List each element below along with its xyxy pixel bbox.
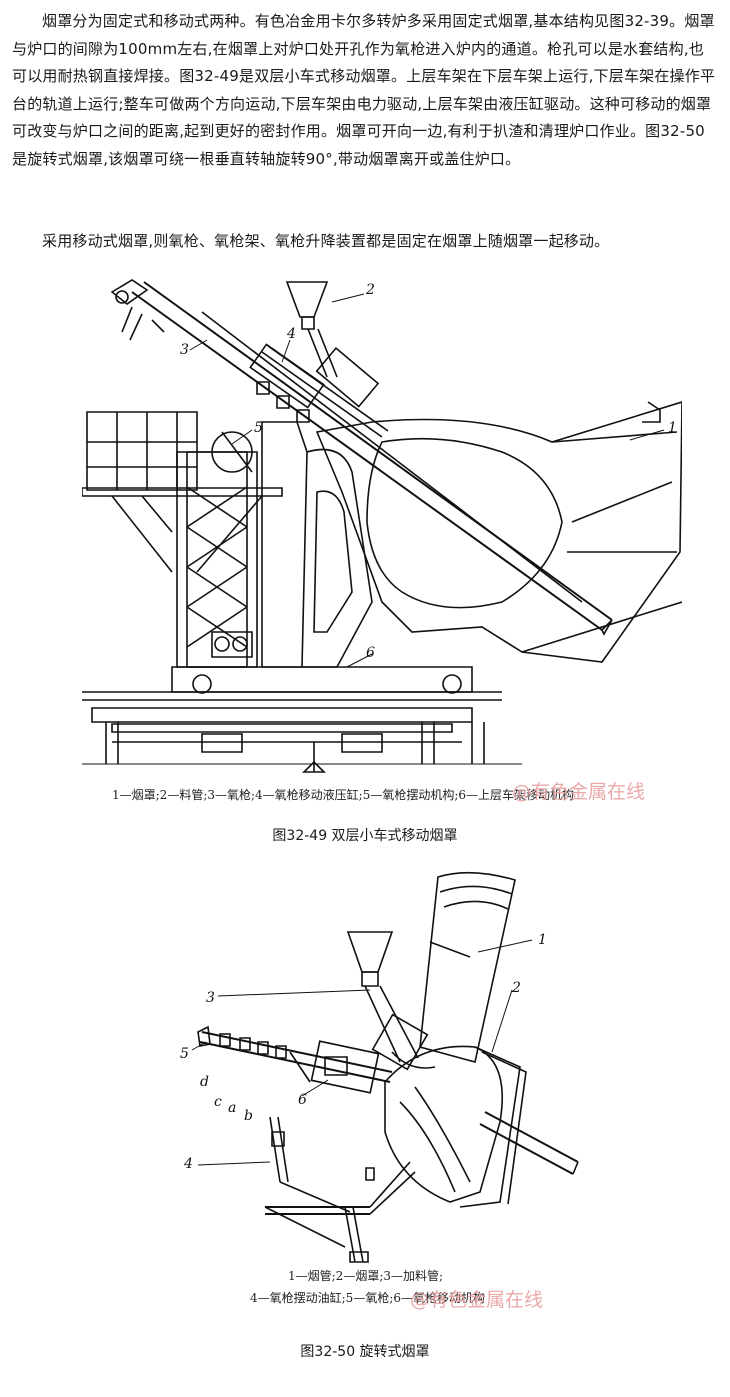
fig2-label-5: 5 xyxy=(180,1046,189,1062)
fig2-label-1: 1 xyxy=(538,932,547,948)
fig1-label-3: 3 xyxy=(180,342,189,358)
fig2-label-4: 4 xyxy=(183,1156,193,1172)
fig1-legend: 1—烟罩;2—料管;3—氧枪;4—氧枪移动液压缸;5—氧枪摆动机构;6—上层车架… xyxy=(112,787,574,802)
fig2-label-3: 3 xyxy=(206,990,215,1006)
fig1-label-6: 6 xyxy=(366,645,375,661)
fig1-watermark: @有色金属在线 xyxy=(512,781,645,803)
mobile-hood-paragraph: 采用移动式烟罩,则氧枪、氧枪架、氧枪升降装置都是固定在烟罩上随烟罩一起移动。 xyxy=(42,232,610,250)
fig2-watermark: @有色金属在线 xyxy=(410,1289,543,1311)
fig1-label-1: 1 xyxy=(668,420,677,436)
figure-32-50-caption: 图32-50 旋转式烟罩 xyxy=(300,1344,430,1360)
fig1-label-5: 5 xyxy=(254,420,263,436)
intro-paragraph: 烟罩分为固定式和移动式两种。有色冶金用卡尔多转炉多采用固定式烟罩,基本结构见图3… xyxy=(12,12,716,168)
fig2-label-6: 6 xyxy=(298,1092,307,1108)
figure-32-49-drawing: 1 2 3 4 5 6 1—烟罩;2—料管;3—氧枪;4—氧枪移动液压缸;5—氧… xyxy=(82,272,682,803)
fig2-legend-line-1: 1—烟管;2—烟罩;3—加料管; xyxy=(288,1268,443,1283)
fig1-label-2: 2 xyxy=(365,282,375,298)
figure-32-50-diagram: 1 2 3 4 5 6 d c a b 1—烟管;2—烟罩;3—加料管; 4—氧… xyxy=(170,862,600,1324)
figure-32-49-diagram: 1 2 3 4 5 6 1—烟罩;2—料管;3—氧枪;4—氧枪移动液压缸;5—氧… xyxy=(82,272,682,810)
fig2-legend-line-2: 4—氧枪摆动油缸;5—氧枪;6—氧枪移动机构 xyxy=(250,1290,485,1305)
fig2-sublabel-c: c xyxy=(214,1094,222,1110)
fig2-label-2: 2 xyxy=(511,980,521,996)
figure-32-50-drawing: 1 2 3 4 5 6 d c a b 1—烟管;2—烟罩;3—加料管; 4—氧… xyxy=(180,862,600,1311)
fig2-sublabel-d: d xyxy=(200,1074,209,1090)
figure-32-49-caption: 图32-49 双层小车式移动烟罩 xyxy=(272,828,458,844)
fig2-sublabel-b: b xyxy=(244,1108,253,1124)
fig1-label-4: 4 xyxy=(286,326,296,342)
fig2-sublabel-a: a xyxy=(228,1100,236,1116)
